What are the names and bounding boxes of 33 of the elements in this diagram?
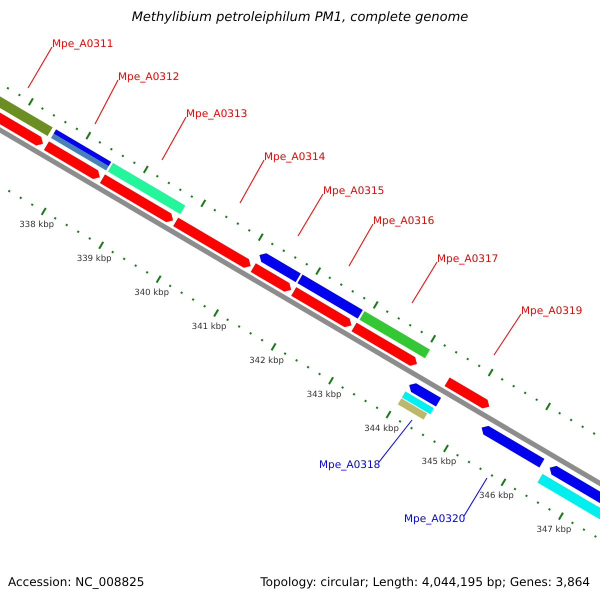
tick-label: 340 kbp	[134, 288, 169, 298]
gene-label: Mpe_A0320	[404, 513, 466, 525]
leader-line	[348, 224, 374, 266]
gene-label: Mpe_A0317	[437, 253, 498, 265]
leader-line	[298, 194, 324, 236]
gene-label: Mpe_A0311	[52, 38, 114, 50]
genome-info-text: Topology: circular; Length: 4,044,195 bp; Genes: 3,864	[260, 575, 590, 589]
tick-label: 339 kbp	[76, 254, 112, 264]
tick-label: 338 kbp	[19, 220, 54, 230]
leader-line	[378, 420, 412, 462]
tick-label: 345 kbp	[422, 457, 456, 468]
gene-label: Mpe_A0314	[264, 151, 326, 163]
tick-label: 342 kbp	[249, 356, 284, 366]
accession-text: Accession: NC_008825	[8, 575, 144, 589]
leader-line	[464, 478, 488, 516]
tick-label: 343 kbp	[306, 390, 342, 400]
tick-label: 341 kbp	[192, 322, 226, 332]
gene-label: Mpe_A0316	[373, 215, 434, 227]
gene-label: Mpe_A0313	[186, 108, 248, 120]
leader-line	[162, 116, 186, 160]
tick-label: 347 kbp	[536, 525, 572, 536]
leader-line	[240, 160, 264, 204]
leader-line	[28, 46, 52, 88]
gene-label: Mpe_A0319	[521, 305, 582, 317]
gene-label: Mpe_A0315	[323, 185, 384, 197]
leader-line	[494, 314, 522, 356]
leader-line	[94, 80, 118, 124]
title: Methylibium petroleiphilum PM1, complete genome	[130, 10, 470, 25]
leader-line	[412, 262, 438, 304]
gene-label: Mpe_A0318	[319, 459, 380, 471]
tick-label: 344 kbp	[364, 424, 399, 434]
tick-label: 346 kbp	[479, 491, 514, 502]
gene-label: Mpe_A0312	[118, 71, 180, 83]
